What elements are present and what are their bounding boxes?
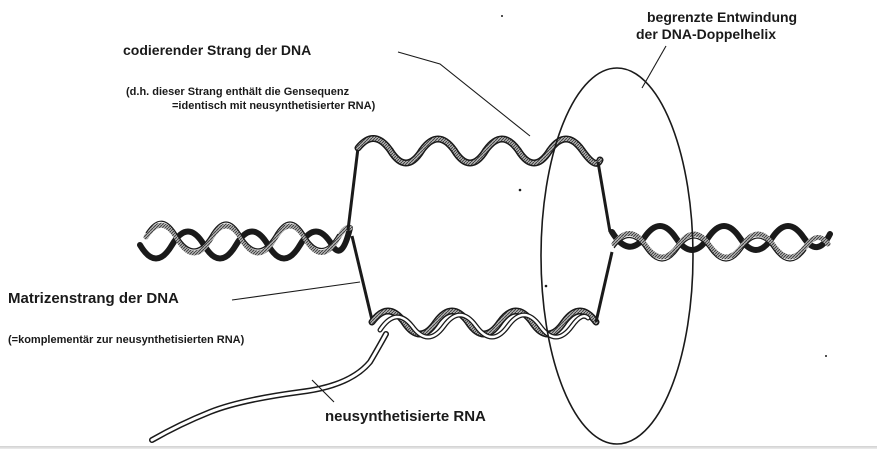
template-strand-note: (=komplementär zur neusynthetisierten RN… bbox=[8, 334, 244, 347]
new-rna-label: neusynthetisierte RNA bbox=[325, 408, 486, 425]
template-strand-label: Matrizenstrang der DNA bbox=[8, 290, 179, 307]
unwinding-leader bbox=[642, 46, 666, 88]
right-double-helix bbox=[612, 226, 830, 261]
coding-strand-leader bbox=[398, 52, 530, 136]
coding-strand-note-line2: =identisch mit neusynthetisierter RNA) bbox=[172, 100, 375, 113]
unwinding-label-line2: der DNA-Doppelhelix bbox=[636, 26, 776, 42]
template-strand bbox=[352, 236, 612, 337]
coding-strand bbox=[348, 138, 610, 232]
template-strand-leader bbox=[232, 282, 360, 300]
scan-specks bbox=[501, 15, 827, 357]
coding-strand-note-line1: (d.h. dieser Strang enthält die Genseque… bbox=[126, 86, 349, 99]
unwinding-label-line1: begrenzte Entwindung bbox=[647, 9, 797, 25]
left-double-helix bbox=[140, 221, 350, 258]
coding-strand-label: codierender Strang der DNA bbox=[123, 42, 311, 58]
